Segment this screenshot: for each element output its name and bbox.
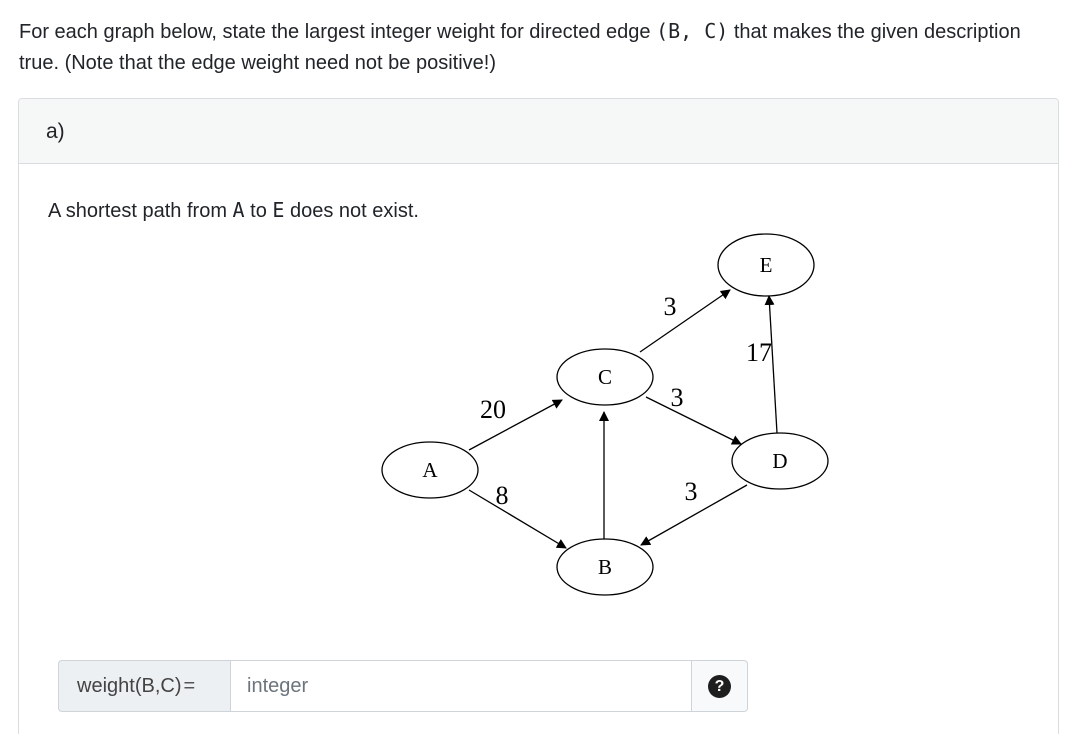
question-to: E — [272, 198, 285, 222]
prompt-edge: (B, C) — [656, 19, 729, 43]
answer-label-eq: = — [183, 674, 196, 697]
question-from: A — [232, 198, 245, 222]
question-card: a) A shortest path from A to E does not … — [18, 98, 1059, 734]
problem-statement: For each graph below, state the largest … — [19, 16, 1059, 79]
answer-input-group: weight(B,C)= ? — [58, 660, 748, 712]
answer-input[interactable] — [230, 660, 692, 712]
question-prefix: A shortest path from — [48, 200, 233, 222]
question-mid: to — [244, 200, 273, 222]
part-label: a) — [46, 120, 65, 143]
answer-label-prefix: weight — [77, 674, 135, 697]
part-question: A shortest path from A to E does not exi… — [48, 198, 419, 223]
prompt-text-after: that makes the given description true. (… — [19, 21, 1021, 74]
help-button[interactable]: ? — [692, 660, 748, 712]
question-suffix: does not exist. — [284, 200, 419, 222]
prompt-text-before: For each graph below, state the largest … — [19, 21, 657, 43]
part-header: a) — [19, 99, 1058, 164]
answer-label-args: (B,C) — [134, 674, 182, 697]
question-mark-icon: ? — [708, 674, 731, 698]
answer-label: weight(B,C)= — [58, 660, 230, 712]
